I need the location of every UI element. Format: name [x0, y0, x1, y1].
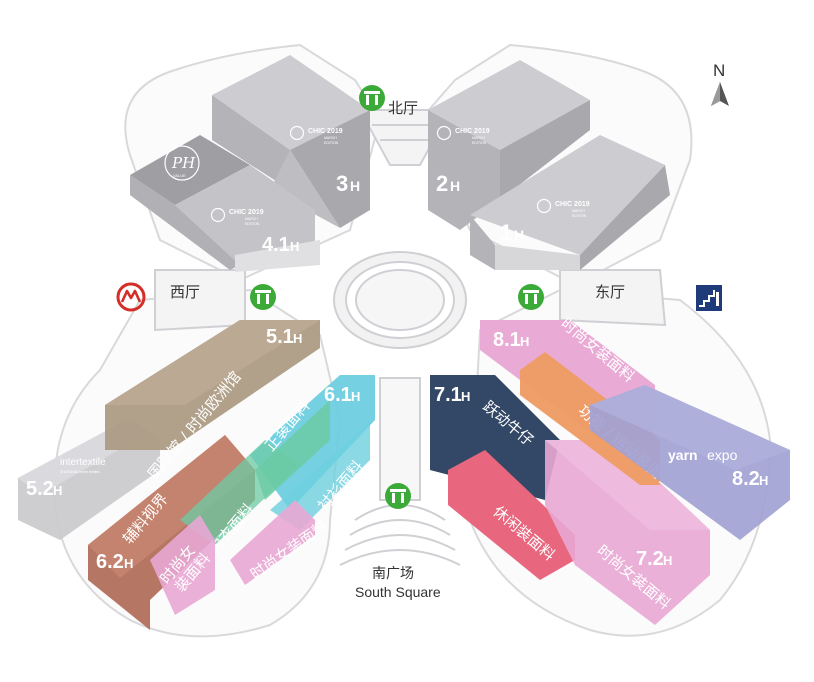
intertextile-logo: intertextile: [60, 457, 106, 468]
svg-text:MARCH: MARCH: [572, 209, 585, 213]
hall-6-1-suffix: H: [351, 389, 360, 404]
metro-icon: [116, 282, 146, 312]
svg-text:PH: PH: [171, 154, 196, 172]
south-square-cn: 南广场: [372, 566, 414, 582]
hall-6-2-suffix: H: [124, 556, 133, 571]
entrance-icon-east: [518, 284, 544, 310]
hall-2[interactable]: 2 H: [428, 60, 590, 230]
hall-6-2[interactable]: 6.2 H 辅料视界: [88, 435, 255, 630]
stairs-exit-icon: [696, 285, 722, 311]
hall-8-2-number: 8.2: [732, 468, 760, 490]
hall-5-2-suffix: H: [53, 483, 62, 498]
hall-1[interactable]: 1 H: [470, 135, 670, 270]
hall-6-2-number: 6.2: [96, 551, 124, 573]
entrance-icon-south: [385, 483, 411, 509]
chic-logo-hall-1: CHIC 2019 MARCH EDITION: [536, 198, 590, 218]
svg-text:CHIC 2019: CHIC 2019: [455, 128, 490, 135]
hall-8-2[interactable]: yarn expo 8.2 H: [590, 385, 790, 540]
chic-logo-hall-3: CHIC 2019 MARCH EDITION: [289, 125, 343, 145]
svg-text:MARCH: MARCH: [245, 217, 258, 221]
hall-7-2-suffix: H: [663, 553, 672, 568]
hall-5-1-number: 5.1: [266, 326, 294, 348]
yarnexpo-logo-b: expo: [707, 447, 738, 463]
venue-structures: [154, 109, 667, 566]
svg-text:EDITION: EDITION: [472, 141, 487, 145]
hall-8-1-number: 8.1: [493, 329, 521, 351]
east-lobby-label: 东厅: [595, 283, 625, 301]
zone-casual-fabric[interactable]: 休闲装面料: [448, 450, 575, 580]
hall-1-suffix: H: [514, 227, 524, 243]
hall-3[interactable]: 3 H: [212, 55, 370, 228]
svg-text:MARCH: MARCH: [324, 136, 337, 140]
hall-7-1-number: 7.1: [434, 384, 462, 406]
hall-3-suffix: H: [350, 178, 360, 194]
chic-logo-hall-2: CHIC 2019 MARCH EDITION: [436, 125, 490, 145]
entrance-icon-west: [250, 284, 276, 310]
hall-7-1-suffix: H: [461, 389, 470, 404]
hall-8-2-suffix: H: [759, 473, 768, 488]
svg-text:EDITION: EDITION: [324, 141, 339, 145]
hall-4-1[interactable]: 4.1 H: [130, 135, 320, 272]
svg-text:EDITION: EDITION: [572, 214, 587, 218]
yarnexpo-logo-a: yarn: [668, 447, 698, 463]
compass-north: N: [711, 61, 729, 106]
intertextile-sub: SHANGHAI home textiles: [60, 470, 100, 474]
ph-value-logo: PH VALUE: [164, 145, 200, 181]
entrance-icon-north: [359, 85, 385, 111]
hall-4-1-number: 4.1: [262, 234, 290, 256]
hall-7-2-number: 7.2: [636, 548, 664, 570]
chic-logo-hall-4-1: CHIC 2019 MARCH EDITION: [210, 207, 264, 226]
hall-5-1[interactable]: 5.1 H 国际馆 / 时尚欧洲馆: [105, 320, 320, 483]
south-square-en: South Square: [355, 584, 441, 600]
hall-6-1[interactable]: 6.1 H 正装面料 衬衫面料 内衣面料: [180, 375, 375, 558]
svg-text:MARCH: MARCH: [472, 136, 485, 140]
hall-2-suffix: H: [450, 178, 460, 194]
north-lobby-label: 北厅: [388, 99, 418, 117]
hall-7-2[interactable]: 7.2 H 时尚女装面料: [545, 440, 710, 625]
svg-text:CHIC 2019: CHIC 2019: [308, 128, 343, 135]
hall-1-number: 1: [500, 220, 512, 245]
svg-text:VALUE: VALUE: [173, 173, 186, 178]
svg-text:N: N: [713, 61, 725, 80]
hall-4-1-suffix: H: [290, 239, 299, 254]
hall-6-1-number: 6.1: [324, 384, 352, 406]
svg-text:CHIC 2019: CHIC 2019: [229, 209, 264, 216]
hall-3-number: 3: [336, 171, 348, 196]
hall-2-number: 2: [436, 171, 448, 196]
hall-8-1-suffix: H: [520, 334, 529, 349]
svg-text:EDITION: EDITION: [245, 222, 260, 226]
hall-5-2-number: 5.2: [26, 478, 54, 500]
svg-text:CHIC 2019: CHIC 2019: [555, 201, 590, 208]
west-lobby-label: 西厅: [170, 283, 200, 301]
hall-5-1-suffix: H: [293, 331, 302, 346]
